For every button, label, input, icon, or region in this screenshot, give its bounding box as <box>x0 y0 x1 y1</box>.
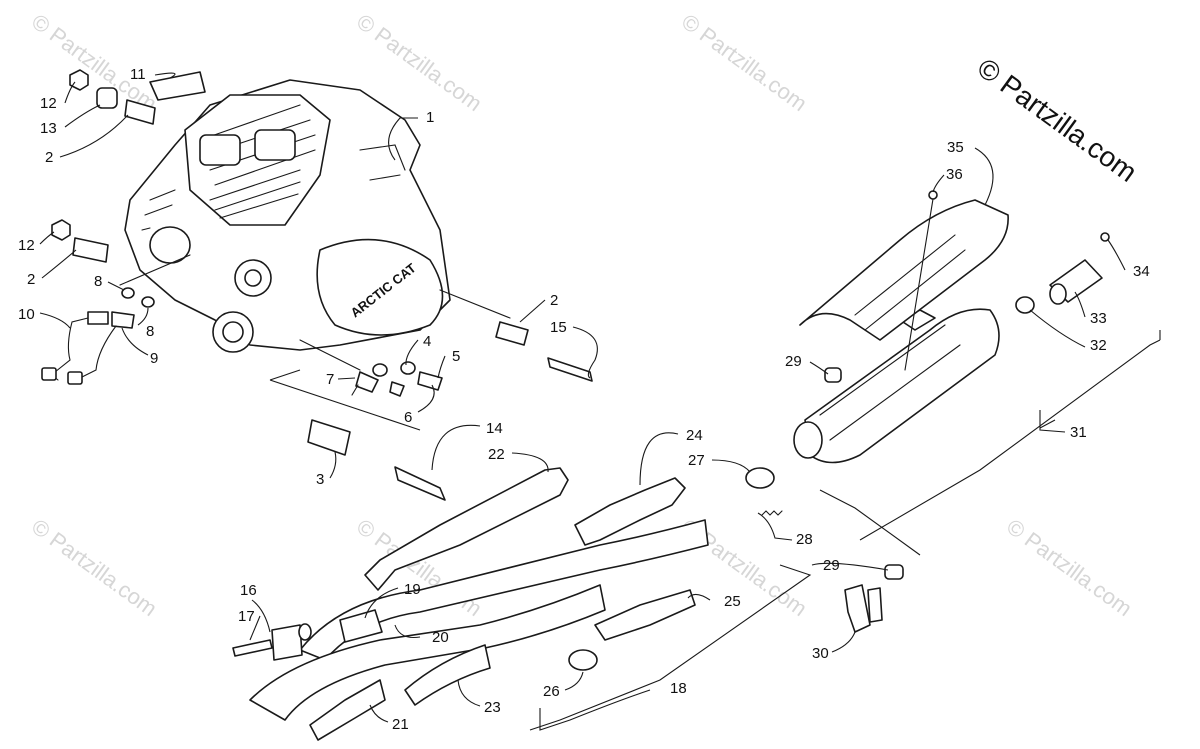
callout-33: 33 <box>1090 310 1107 327</box>
callout-15: 15 <box>550 319 567 336</box>
o-ring-8a <box>121 287 135 299</box>
nut-12-top <box>69 69 89 91</box>
header-pipe-23 <box>249 584 606 721</box>
sensor-10 <box>87 311 109 325</box>
leader-lines <box>39 72 1161 731</box>
screw-6 <box>389 381 405 397</box>
washer-4a <box>372 363 388 377</box>
engine-hardware <box>41 69 593 501</box>
callout-17: 17 <box>238 608 255 625</box>
callout-24: 24 <box>686 427 703 444</box>
callout-28: 28 <box>796 531 813 548</box>
engine-assembly: ARCTIC CAT <box>119 79 511 371</box>
muffler-31 <box>804 308 1000 464</box>
callout-3: 3 <box>316 471 324 488</box>
spacer-13 <box>96 87 118 109</box>
sensor-9 <box>111 311 135 329</box>
callout-4: 4 <box>423 333 431 350</box>
callout-11: 11 <box>130 66 146 83</box>
spring-28 <box>761 510 783 516</box>
callout-19: 19 <box>404 581 421 598</box>
callout-2: 2 <box>550 292 558 309</box>
heat-shield-22 <box>364 467 569 591</box>
bolt-15 <box>547 357 593 382</box>
o-ring-8b <box>141 296 155 308</box>
stud-3 <box>307 419 351 456</box>
watermark: © Partzilla.com <box>677 9 812 116</box>
washer-4b <box>400 361 416 375</box>
callout-10: 10 <box>18 306 35 323</box>
watermark: © Partzilla.com <box>27 514 162 621</box>
heat-shield-24 <box>574 477 686 546</box>
heat-shield-35 <box>799 199 1009 341</box>
fitting-7 <box>355 371 379 393</box>
callout-35: 35 <box>947 139 964 156</box>
grommet-29b <box>884 564 904 580</box>
callout-7: 7 <box>326 371 334 388</box>
callout-16: 16 <box>240 582 257 599</box>
callout-23: 23 <box>484 699 501 716</box>
callout-8: 8 <box>146 323 154 340</box>
callout-26: 26 <box>543 683 560 700</box>
muffler-assembly <box>793 190 1110 633</box>
callout-labels: 1 11 12 13 2 12 2 8 10 8 9 2 15 4 5 7 6 … <box>18 66 1150 733</box>
bolt-17 <box>232 639 273 657</box>
callout-2: 2 <box>45 149 53 166</box>
callout-8: 8 <box>94 273 102 290</box>
stud-2-left <box>72 237 109 263</box>
callout-31: 31 <box>1070 424 1087 441</box>
bolt-14 <box>394 466 446 501</box>
callout-12: 12 <box>40 95 57 112</box>
pipe-end-19 <box>339 609 383 643</box>
heat-shield-25 <box>594 589 696 641</box>
flange-gasket <box>271 624 303 661</box>
callout-30: 30 <box>812 645 829 662</box>
callout-22: 22 <box>488 446 505 463</box>
callout-29: 29 <box>823 557 840 574</box>
callout-13: 13 <box>40 120 57 137</box>
callout-12: 12 <box>18 237 35 254</box>
fitting-5 <box>417 371 443 391</box>
callout-27: 27 <box>688 452 705 469</box>
watermark: © Partzilla.com <box>1002 514 1137 621</box>
heat-shield-21 <box>309 679 386 741</box>
callout-29: 29 <box>785 353 802 370</box>
clamp-26 <box>568 649 598 671</box>
seal-ring-27 <box>745 467 775 489</box>
callout-14: 14 <box>486 420 503 437</box>
callout-1: 1 <box>426 109 434 126</box>
callout-21: 21 <box>392 716 409 733</box>
grommet-29a <box>824 367 842 383</box>
callout-5: 5 <box>452 348 460 365</box>
exhaust-pipes <box>232 467 783 741</box>
gasket-32 <box>1015 296 1035 314</box>
callout-6: 6 <box>404 409 412 426</box>
callout-20: 20 <box>432 629 449 646</box>
screw-36 <box>928 190 938 200</box>
gasket-11 <box>149 71 206 101</box>
gasket-16 <box>298 623 312 641</box>
nut-12-left <box>51 219 71 241</box>
callout-2: 2 <box>27 271 35 288</box>
screw-34 <box>1100 232 1110 242</box>
callout-34: 34 <box>1133 263 1150 280</box>
callout-36: 36 <box>946 166 963 183</box>
bracket-30 <box>844 584 871 633</box>
callout-9: 9 <box>150 350 158 367</box>
pipe-23-lower <box>404 644 491 706</box>
callout-18: 18 <box>670 680 687 697</box>
callout-32: 32 <box>1090 337 1107 354</box>
stud-2-right <box>495 321 529 346</box>
callout-25: 25 <box>724 593 741 610</box>
muffler-inlet <box>793 421 823 459</box>
stud-2-top <box>124 99 156 125</box>
